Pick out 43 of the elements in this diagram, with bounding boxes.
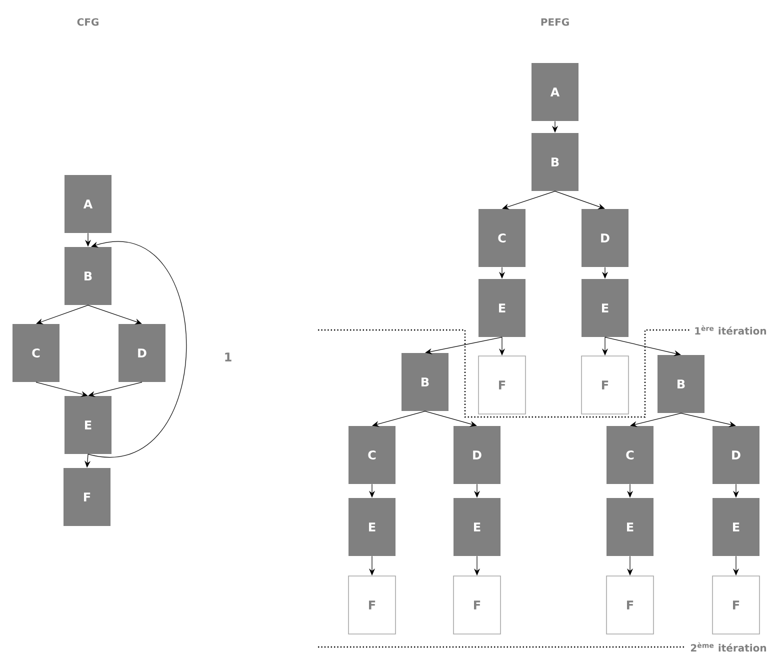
outline-box: F	[453, 576, 501, 634]
outline-box: F	[606, 576, 654, 634]
outline-box: F	[348, 576, 396, 634]
outline-box: F	[581, 356, 629, 414]
edge-label: 1	[222, 352, 234, 362]
block-box: D	[118, 324, 166, 382]
arrow	[372, 410, 426, 427]
block-box: D	[712, 426, 760, 484]
outline-box: F	[712, 576, 760, 634]
block-box: E	[64, 396, 112, 454]
arrow	[36, 304, 88, 324]
block-box: A	[532, 63, 578, 121]
block-box: A	[64, 174, 112, 233]
block-box: C	[12, 324, 60, 382]
block-box: B	[658, 354, 704, 413]
block-box: E	[712, 498, 760, 556]
block-box: D	[582, 209, 628, 267]
arrow	[88, 382, 142, 397]
block-box: B	[532, 132, 578, 191]
arrow	[36, 382, 88, 397]
block-box: B	[402, 353, 448, 411]
block-box: B	[64, 247, 112, 305]
block-box: C	[348, 426, 396, 484]
outline-box: F	[478, 356, 526, 414]
block-box: C	[478, 209, 526, 267]
block-box: C	[606, 426, 654, 484]
arrow	[554, 190, 605, 210]
block-box: F	[64, 468, 110, 526]
arrow	[88, 241, 187, 458]
block-box: E	[348, 498, 396, 556]
arrow	[630, 412, 682, 428]
block-box: D	[454, 426, 500, 484]
arrow	[425, 336, 502, 354]
block-box: E	[454, 498, 500, 556]
arrow	[424, 410, 477, 427]
panel-heading: CFG	[77, 18, 98, 26]
arrow	[502, 190, 556, 210]
block-box: E	[478, 278, 526, 337]
panel-heading: PEFG	[541, 18, 569, 26]
iteration-label: 1$^{ère}$ itération	[695, 325, 766, 335]
block-box: E	[582, 278, 628, 337]
block-box: E	[606, 498, 654, 556]
arrow	[88, 304, 142, 324]
